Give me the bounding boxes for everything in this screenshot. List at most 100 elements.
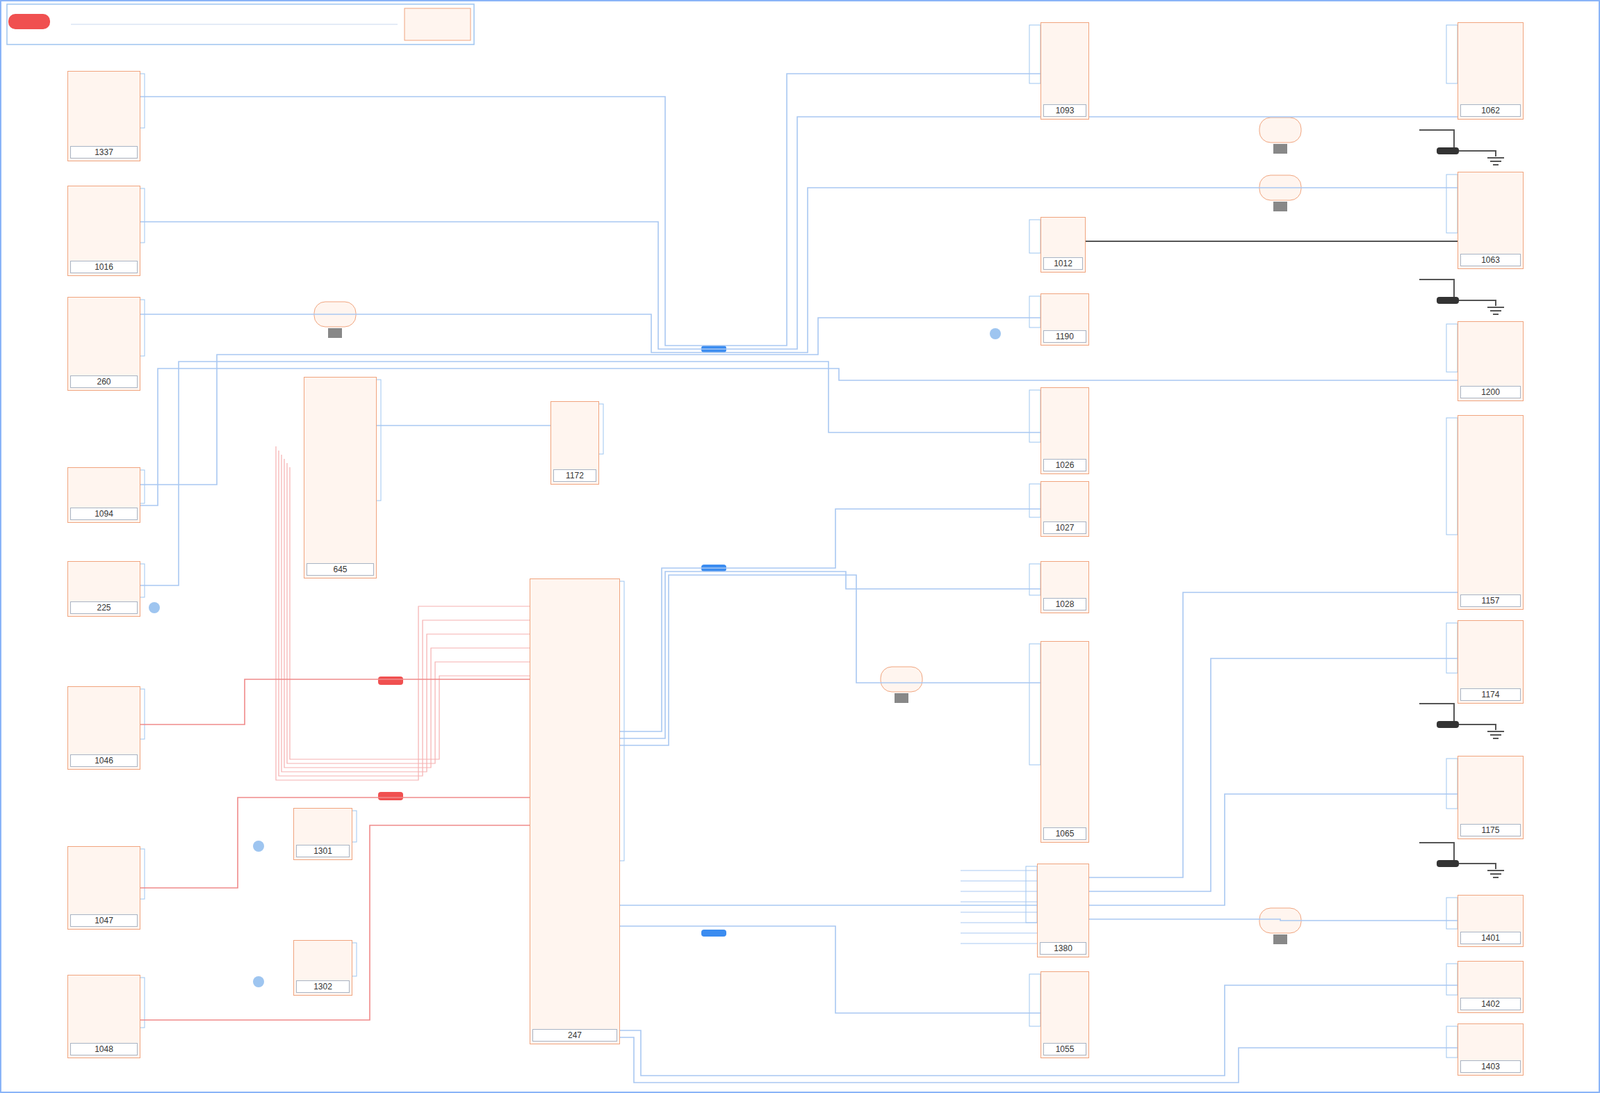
connector-tab [1446, 323, 1458, 372]
connector-tab [1025, 866, 1038, 923]
component-code: 1062 [1460, 104, 1521, 117]
component-code: 225 [70, 601, 138, 614]
component-code: 1402 [1460, 997, 1521, 1010]
component-box: 247 [529, 578, 620, 1044]
component-code: 1337 [70, 145, 138, 159]
bus-wire [960, 911, 1038, 913]
component-code: 1401 [1460, 931, 1521, 944]
connector-tab [1029, 296, 1041, 328]
component-code: 1190 [1043, 330, 1087, 343]
component-box: 1157 [1457, 414, 1524, 610]
bus-wire [960, 943, 1038, 944]
component-code: 260 [70, 375, 138, 388]
component-box: 260 [67, 296, 141, 391]
connector-tab [1446, 174, 1458, 233]
component-box: 1027 [1040, 480, 1090, 537]
wire [619, 1037, 1458, 1083]
component-code: 1093 [1043, 104, 1087, 117]
component-box: 1301 [293, 807, 353, 860]
terminal-dot [252, 840, 265, 852]
component-code: 1047 [70, 913, 138, 927]
component-box: 1046 [67, 686, 141, 770]
wire [140, 317, 1041, 485]
wire [619, 508, 1041, 732]
component-code: 1028 [1043, 597, 1087, 611]
connector-tab [1029, 389, 1041, 443]
component-code: 1302 [296, 980, 350, 993]
component-code: 1157 [1460, 594, 1521, 607]
component-box: 1028 [1040, 560, 1090, 614]
wire [1085, 240, 1458, 242]
wire [140, 73, 1041, 346]
wire [1089, 592, 1458, 878]
component-code: 1016 [70, 260, 138, 274]
component-code: 1301 [296, 844, 350, 857]
component-box: 1302 [293, 939, 353, 996]
inline-connector [1259, 907, 1302, 944]
bus-wire [960, 932, 1038, 934]
connector-tab [1446, 1025, 1458, 1058]
component-box: 1016 [67, 185, 141, 276]
ground-symbol [1419, 703, 1505, 739]
wire [140, 825, 530, 1020]
terminal-dot [252, 975, 265, 987]
wire [619, 571, 1041, 739]
connector-tab [1029, 219, 1041, 253]
inline-connector [1259, 117, 1302, 154]
wire [619, 925, 1041, 1013]
component-code: 1200 [1460, 385, 1521, 399]
connector-tab [1446, 963, 1458, 995]
ground-symbol [1419, 842, 1505, 878]
wire [140, 797, 530, 888]
connector-tab [1029, 483, 1041, 518]
connector-tab [1446, 897, 1458, 929]
component-code: 1403 [1460, 1059, 1521, 1073]
inline-connector [314, 301, 356, 338]
component-code: 1065 [1043, 827, 1087, 840]
component-code: 1174 [1460, 688, 1521, 701]
connector-tab [1446, 25, 1458, 84]
title-bar [6, 4, 475, 45]
connector-tab [1029, 25, 1041, 84]
connector-tab [1029, 973, 1041, 1026]
bus-wire [960, 922, 1038, 924]
component-code: 1172 [553, 469, 597, 482]
bus-wire [960, 880, 1038, 882]
component-code: 1046 [70, 754, 138, 767]
wire [619, 904, 1038, 906]
component-code: 1026 [1043, 458, 1087, 472]
wire [140, 679, 530, 725]
component-box: 1093 [1040, 22, 1090, 120]
component-code: 1175 [1460, 823, 1521, 837]
component-box: 1065 [1040, 640, 1090, 843]
component-code: 247 [532, 1028, 618, 1042]
connector-tab [1446, 622, 1458, 673]
inline-connector [1259, 175, 1302, 212]
bus-wire [960, 870, 1038, 871]
component-box: 1403 [1457, 1023, 1524, 1076]
component-box: 1063 [1457, 171, 1524, 269]
wire [1089, 918, 1458, 921]
terminal-dot [148, 601, 160, 614]
component-box: 1012 [1040, 216, 1086, 273]
connector-tab [1446, 758, 1458, 809]
splice [701, 929, 727, 937]
title-marker [8, 13, 51, 30]
component-box: 1402 [1457, 960, 1524, 1013]
connector-tab [1446, 417, 1458, 535]
component-box: 1094 [67, 467, 141, 523]
component-code: 1380 [1039, 941, 1087, 955]
component-box: 645 [303, 376, 377, 579]
ground-symbol [1419, 129, 1505, 165]
component-box: 1174 [1457, 619, 1524, 704]
inline-connector [880, 666, 923, 703]
component-box: 225 [67, 560, 141, 617]
wire [140, 187, 1458, 353]
wire [619, 574, 1041, 746]
terminal-dot [989, 328, 1001, 340]
wire [376, 424, 551, 427]
